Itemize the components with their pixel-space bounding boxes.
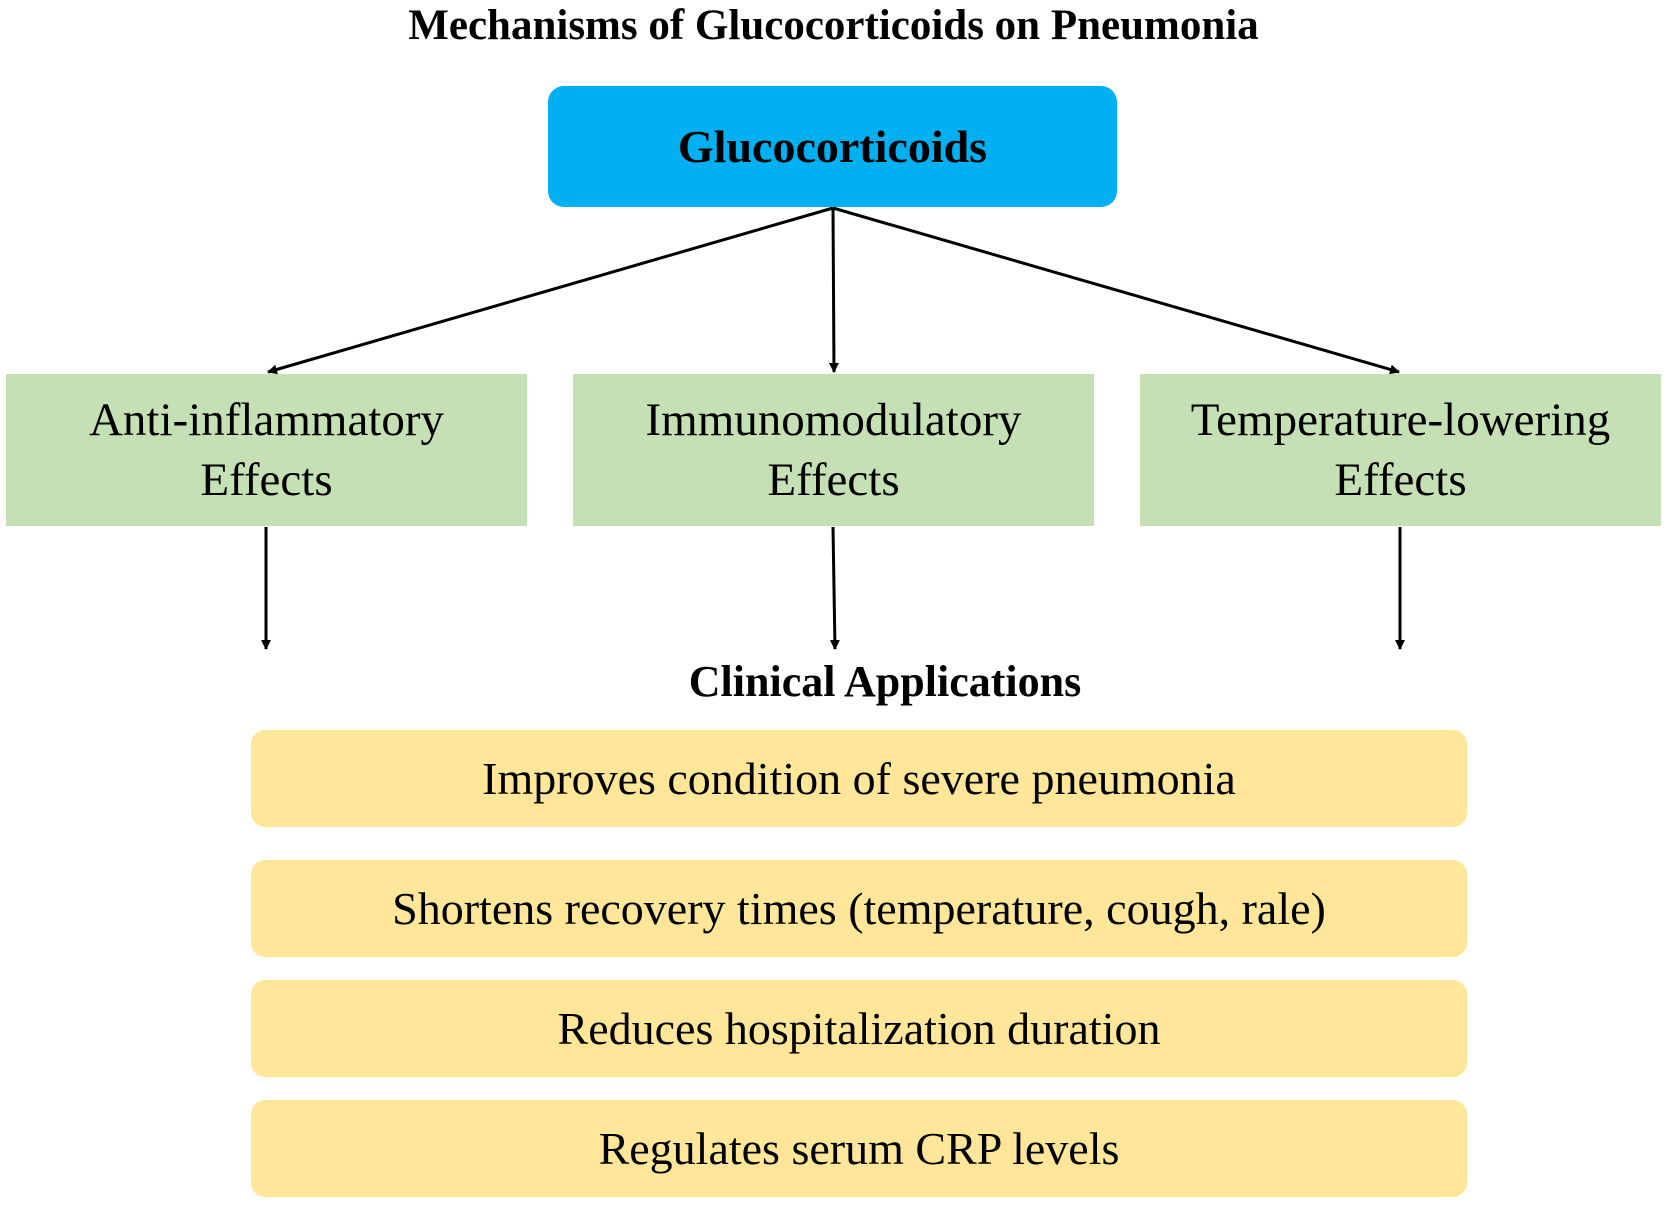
clinical-applications-heading: Clinical Applications [688, 657, 1082, 706]
clinical-item-severe-pneumonia: Improves condition of severe pneumonia [251, 730, 1467, 827]
anti-inflammatory-box: Anti-inflammatory Effects [6, 374, 527, 526]
effect-line-1: Anti-inflammatory [88, 394, 445, 446]
clinical-item-crp-levels: Regulates serum CRP levels [251, 1100, 1467, 1197]
arrow-root-to-temperature-lowering [832, 206, 1400, 375]
effect-line-1: Temperature-lowering [1190, 394, 1611, 446]
effect-line-2: Effects [1334, 454, 1467, 506]
effect-line-2: Effects [200, 454, 333, 506]
effect-line-1: Immunomodulatory [645, 394, 1022, 446]
arrow-root-to-immunomodulatory [828, 207, 839, 373]
glucocorticoids-box: Glucocorticoids [548, 86, 1117, 207]
diagram-title: Mechanisms of Glucocorticoids on Pneumon… [408, 2, 1259, 49]
temperature-lowering-box: Temperature-lowering Effects [1140, 374, 1661, 526]
immunomodulatory-box: Immunomodulatory Effects [573, 374, 1094, 526]
arrow-root-to-anti-inflammatory [267, 206, 834, 375]
clinical-item-recovery-times: Shortens recovery times (temperature, co… [251, 860, 1467, 957]
effect-line-2: Effects [767, 454, 900, 506]
clinical-item-hospitalization: Reduces hospitalization duration [251, 980, 1467, 1077]
arrow-immunomodulatory-down [829, 526, 840, 650]
